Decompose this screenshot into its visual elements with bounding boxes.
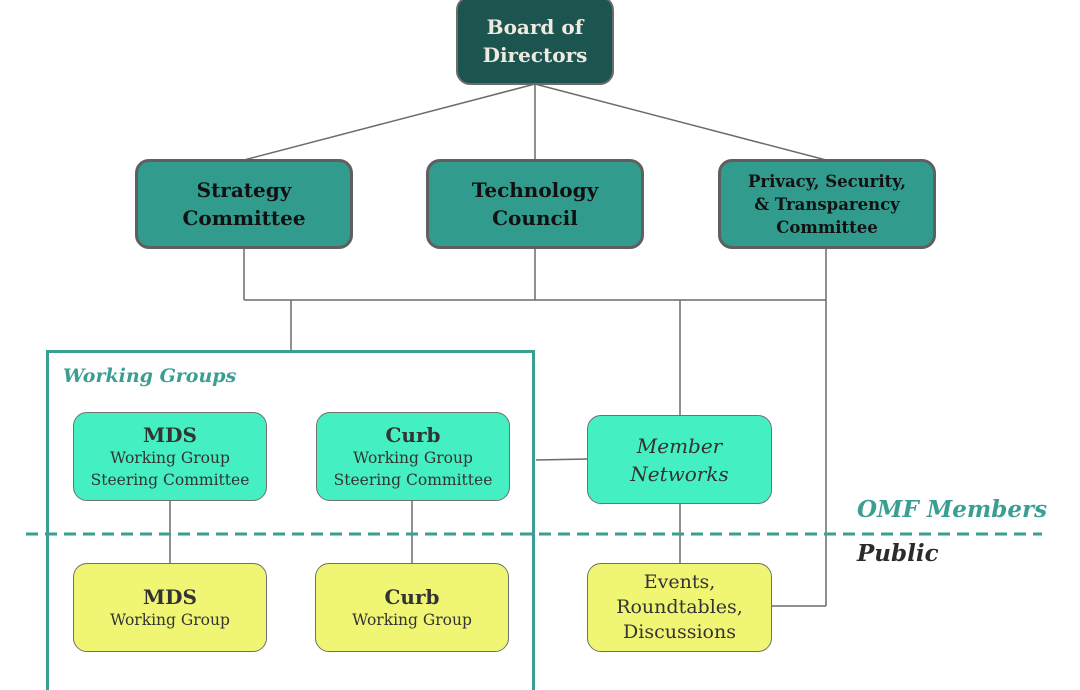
omf-members-tier-label: OMF Members <box>857 496 1048 523</box>
working-groups-label: Working Groups <box>63 365 237 387</box>
board-line2: Directors <box>482 42 588 67</box>
board-line1: Board of <box>486 14 584 39</box>
board-of-directors-node[interactable]: Board of Directors <box>456 0 614 85</box>
member-networks-line1: Member <box>636 433 723 458</box>
technology-line1: Technology <box>471 178 599 202</box>
curb-wg-line1: Working Group <box>352 610 472 629</box>
technology-council-node[interactable]: Technology Council <box>426 159 644 249</box>
mds-steering-committee-node[interactable]: MDS Working Group Steering Committee <box>73 412 267 501</box>
mds-steering-line1: Working Group <box>110 448 230 467</box>
privacy-line2: & Transparency <box>754 194 900 214</box>
curb-steering-line1: Working Group <box>353 448 473 467</box>
curb-steering-title: Curb <box>385 422 441 447</box>
privacy-line1: Privacy, Security, <box>748 171 906 191</box>
mds-wg-line1: Working Group <box>110 610 230 629</box>
curb-steering-line2: Steering Committee <box>333 470 493 489</box>
mds-steering-title: MDS <box>143 422 197 447</box>
member-networks-node[interactable]: Member Networks <box>587 415 772 504</box>
public-tier-label: Public <box>857 540 939 567</box>
privacy-security-transparency-committee-node[interactable]: Privacy, Security, & Transparency Commit… <box>718 159 936 249</box>
events-line3: Discussions <box>623 621 736 643</box>
curb-wg-title: Curb <box>384 584 440 609</box>
events-line1: Events, <box>643 571 716 593</box>
mds-steering-line2: Steering Committee <box>90 470 250 489</box>
mds-working-group-node[interactable]: MDS Working Group <box>73 563 267 652</box>
curb-working-group-node[interactable]: Curb Working Group <box>315 563 509 652</box>
member-networks-line2: Networks <box>630 461 729 486</box>
events-roundtables-discussions-node[interactable]: Events, Roundtables, Discussions <box>587 563 772 652</box>
connector-frame-member-networks <box>535 458 589 461</box>
mds-wg-title: MDS <box>143 584 197 609</box>
strategy-line2: Committee <box>182 206 306 230</box>
connector-lines <box>26 83 1042 607</box>
connector-board-privacy <box>534 83 827 161</box>
working-groups-frame <box>46 350 535 690</box>
events-line2: Roundtables, <box>616 596 743 618</box>
strategy-committee-node[interactable]: Strategy Committee <box>135 159 353 249</box>
connector-board-strategy <box>243 83 536 161</box>
strategy-line1: Strategy <box>196 178 292 202</box>
technology-line2: Council <box>492 206 578 230</box>
privacy-line3: Committee <box>776 217 878 237</box>
curb-steering-committee-node[interactable]: Curb Working Group Steering Committee <box>316 412 510 501</box>
